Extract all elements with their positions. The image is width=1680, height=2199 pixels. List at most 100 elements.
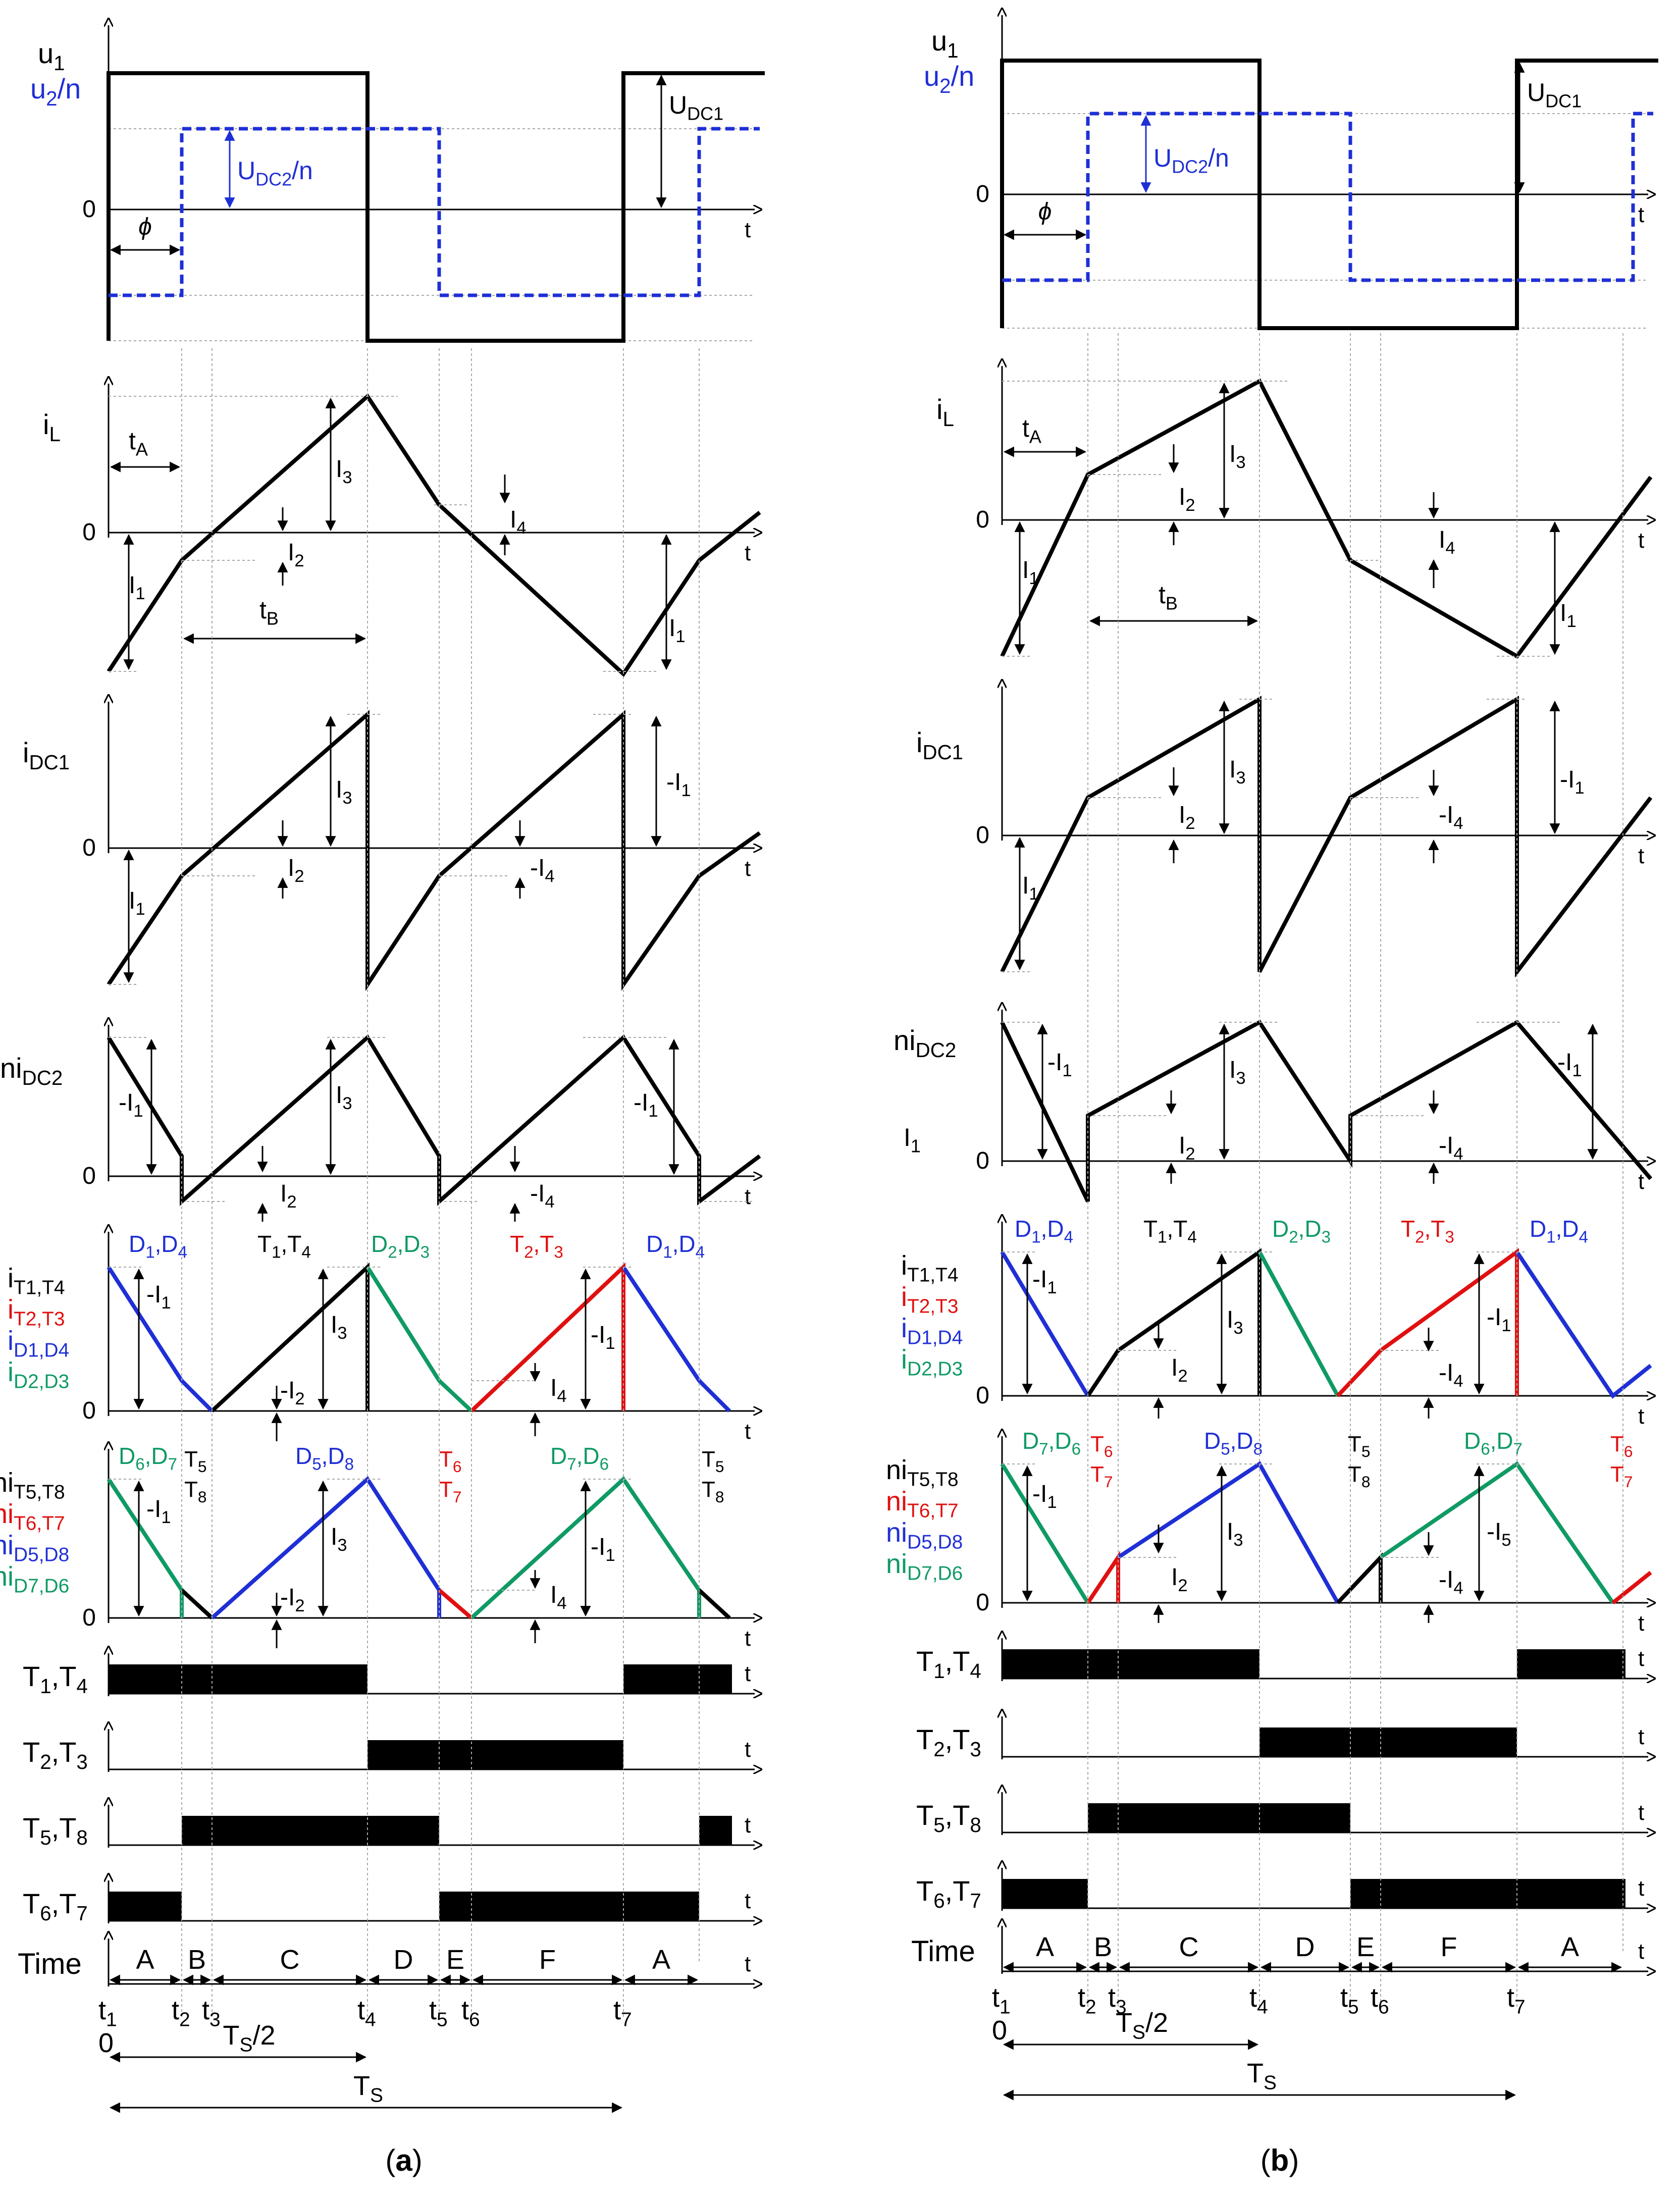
conduction-label: T1,T4 — [1143, 1216, 1197, 1247]
udc1-label: UDC1 — [669, 91, 723, 124]
gate-on-bar — [109, 1892, 182, 1921]
stacked-switch-label: T5 — [702, 1447, 724, 1476]
t-axis-label: t — [745, 1813, 751, 1838]
zero-label: 0 — [976, 1589, 989, 1616]
zero-label: 0 — [976, 822, 989, 849]
zero-label: 0 — [976, 181, 989, 207]
stacked-switch-label: T7 — [439, 1477, 462, 1506]
dim-label: I3 — [331, 1312, 347, 1343]
time-tick-label: t5 — [429, 1995, 448, 2031]
diode-d1d4-waveform — [621, 1266, 731, 1412]
tA-label: tA — [1022, 414, 1041, 447]
gate-on-bar — [1517, 1649, 1625, 1679]
dim-label: I3 — [1229, 1057, 1246, 1088]
current-legend-label: niD7,D6 — [886, 1549, 963, 1585]
dim-label: I3 — [336, 1082, 352, 1113]
current-legend-label: iT1,T4 — [901, 1250, 959, 1286]
diode-d7d6-waveform — [1000, 1462, 1090, 1604]
conduction-label: D7,D6 — [550, 1443, 609, 1474]
interval-label: A — [652, 1945, 670, 1975]
u2-waveform — [1002, 112, 1653, 282]
phi-label: ϕ — [138, 214, 152, 240]
time-tick-label: t2 — [172, 1995, 190, 2031]
u1-waveform — [1000, 59, 1658, 330]
gate-on-bar — [1088, 1803, 1350, 1832]
t-axis-label: t — [745, 856, 751, 881]
gate-on-bar — [1259, 1727, 1517, 1757]
dim-label: -I5 — [1487, 1519, 1511, 1550]
current-legend-label: niD7,D6 — [0, 1561, 69, 1597]
conduction-label: T1,T4 — [257, 1231, 311, 1262]
current-legend-label: niT6,T7 — [0, 1499, 65, 1535]
dim-label: -I1 — [1032, 1266, 1057, 1297]
gate-label: T6,T7 — [916, 1875, 981, 1912]
time-tick-label: t3 — [202, 1995, 221, 2031]
diode-d1d4-waveform — [1515, 1250, 1652, 1399]
current-legend-label: niD5,D8 — [886, 1517, 963, 1553]
current-legend-label: iD2,D3 — [8, 1357, 69, 1393]
half-period-label: TS/2 — [223, 2020, 276, 2056]
dim-label: -I1 — [146, 1281, 171, 1313]
time-tick-label: t1 — [992, 1982, 1011, 2018]
dim-label: I2 — [1171, 1564, 1188, 1595]
current-legend-label: niT6,T7 — [886, 1486, 959, 1522]
current-legend-label: iD1,D4 — [8, 1326, 69, 1362]
dim-label: -I1 — [146, 1496, 171, 1527]
dim-label: -I4 — [1439, 1566, 1463, 1598]
time-tick-label: t2 — [1078, 1982, 1096, 2018]
stacked-switch-label: T8 — [1348, 1462, 1371, 1491]
current-legend-label: niT5,T8 — [0, 1468, 65, 1503]
dim-label: -I1 — [666, 769, 691, 800]
t-axis-label: t — [1638, 528, 1644, 553]
tB-label: tB — [259, 596, 279, 629]
period-label: TS — [1247, 2058, 1277, 2094]
dim-label: I1 — [1022, 557, 1039, 588]
gate-on-bar — [1350, 1879, 1625, 1908]
stacked-switch-label: T8 — [184, 1477, 207, 1506]
conduction-label: D2,D3 — [1272, 1216, 1331, 1247]
stacked-switch-label: T5 — [1348, 1432, 1371, 1460]
t-axis-label: t — [745, 541, 751, 565]
time-tick-label: t5 — [1340, 1982, 1359, 2018]
t-axis-label: t — [745, 1184, 751, 1209]
switch-t5t8-waveform — [180, 1589, 214, 1619]
current-legend-label: iD2,D3 — [901, 1344, 963, 1380]
interval-label: D — [1295, 1932, 1315, 1962]
gate-label: T2,T3 — [23, 1736, 88, 1773]
dim-label: I4 — [550, 1375, 567, 1406]
stacked-switch-label: T6 — [1610, 1432, 1633, 1460]
zero-label: 0 — [976, 1382, 989, 1409]
u2-label: u2/n — [924, 60, 974, 97]
dim-label: I3 — [336, 456, 352, 487]
dim-label: I3 — [1229, 441, 1246, 472]
il-waveform — [1000, 378, 1653, 659]
stacked-switch-label: T7 — [1090, 1462, 1113, 1491]
conduction-label: D5,D8 — [1204, 1428, 1263, 1459]
idc1-label: iDC1 — [23, 737, 70, 774]
gate-on-bar — [623, 1664, 732, 1694]
panel-caption: (b) — [1261, 2143, 1299, 2177]
t-axis-label: t — [1638, 844, 1644, 868]
u2-label: u2/n — [30, 73, 81, 110]
dim-label: I2 — [1179, 802, 1195, 833]
nidc2-waveform — [1000, 1019, 1653, 1202]
diode-d2d3-waveform — [1257, 1251, 1340, 1397]
interval-label: E — [1356, 1932, 1375, 1962]
gate-on-bar — [699, 1816, 732, 1845]
time-label: Time — [911, 1935, 975, 1968]
time-tick-label: t4 — [1249, 1982, 1268, 2018]
t-axis-label: t — [1638, 202, 1644, 227]
current-legend-label: iT2,T3 — [8, 1294, 65, 1330]
diode-d7d6-waveform — [470, 1476, 701, 1619]
dim-label: I3 — [1227, 1306, 1243, 1338]
current-legend-label: niT5,T8 — [886, 1455, 959, 1491]
udc1-label: UDC1 — [1527, 78, 1582, 112]
udc2-label: UDC2/n — [237, 156, 313, 190]
conduction-label: T2,T3 — [1401, 1216, 1454, 1247]
stacked-switch-label: T8 — [702, 1477, 724, 1506]
zero-label: 0 — [98, 2028, 114, 2058]
switch-t6t7-waveform — [438, 1588, 473, 1620]
u1-label: u1 — [38, 37, 65, 75]
